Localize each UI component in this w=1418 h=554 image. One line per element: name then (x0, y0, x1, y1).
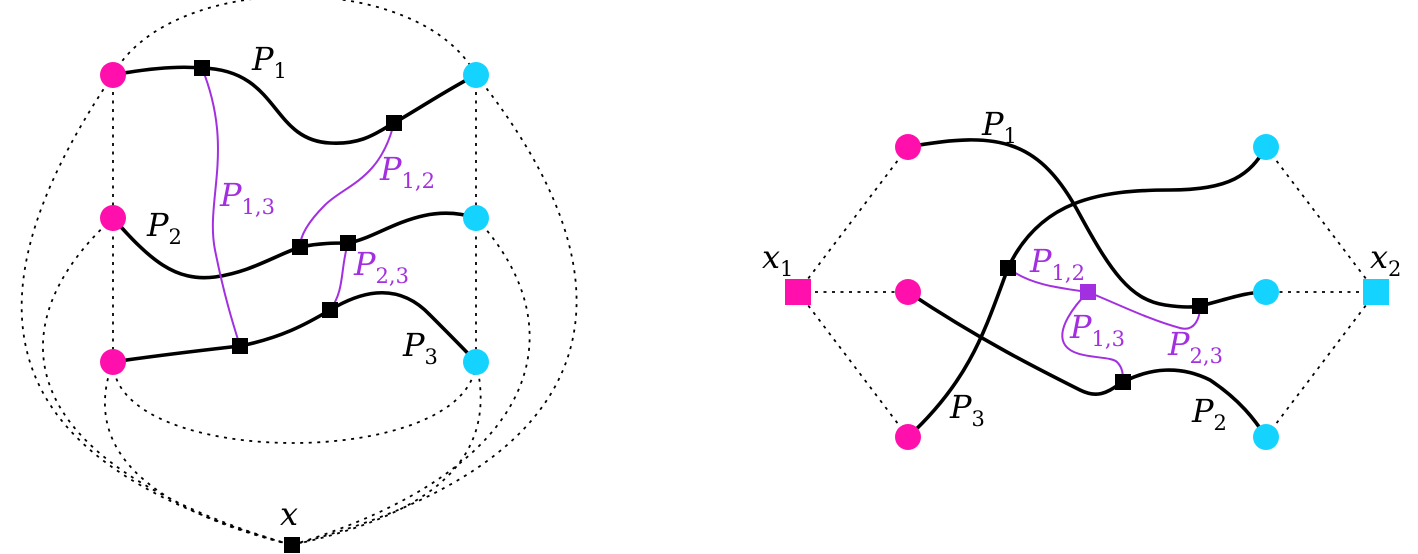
right-panel: P1 P2 P3 P1,2 P1,3 P2,3 x1 x2 (762, 105, 1401, 450)
right-path-p23 (1087, 291, 1201, 330)
left-node-p3-p23 (322, 302, 338, 318)
left-outer-arc-top (112, 0, 477, 76)
left-inner-arc-bottom (112, 361, 477, 444)
left-magenta-vertex-1 (100, 62, 126, 88)
left-node-p2-p12 (292, 239, 308, 255)
left-node-x (284, 537, 300, 553)
right-cyan-vertex-2 (1253, 279, 1279, 305)
left-dotted-to-x-4 (291, 74, 578, 546)
right-label-p1: P1 (981, 105, 1017, 148)
left-dotted-to-x-3 (104, 361, 293, 546)
left-panel: P1 P2 P3 P1,3 P1,2 P2,3 x (20, 0, 578, 553)
left-dotted-to-x-1 (20, 74, 293, 546)
left-magenta-vertex-2 (100, 205, 126, 231)
left-path-p12 (299, 122, 395, 248)
right-path-p3 (906, 145, 1268, 439)
left-dotted-edges (20, 0, 578, 546)
right-label-p23: P2,3 (1167, 325, 1223, 368)
left-cyan-vertex-1 (463, 62, 489, 88)
left-label-p3: P3 (402, 326, 438, 369)
right-dotted-x2-bot (1265, 291, 1377, 438)
left-path-p13 (201, 67, 241, 347)
right-node-purple-hub (1080, 284, 1096, 300)
right-cyan-vertex-3 (1253, 424, 1279, 450)
right-label-p13: P1,3 (1069, 308, 1125, 351)
left-magenta-vertex-3 (100, 349, 126, 375)
right-node-p2-p13 (1115, 374, 1131, 390)
left-dotted-to-x-2 (42, 217, 293, 546)
left-cyan-vertex-2 (463, 205, 489, 231)
left-label-p13: P1,3 (219, 176, 275, 219)
right-dotted-x2-top (1265, 146, 1377, 293)
left-label-x: x (280, 495, 298, 533)
left-node-p2-p23 (340, 235, 356, 251)
right-magenta-vertex-2 (895, 279, 921, 305)
left-path-p1 (111, 65, 478, 145)
right-label-x2: x2 (1370, 238, 1401, 281)
right-label-x1: x1 (762, 238, 793, 281)
right-magenta-vertex-1 (895, 134, 921, 160)
right-terminal-x1 (785, 279, 811, 305)
right-node-p3-p12 (1000, 260, 1016, 276)
right-cyan-vertex-1 (1253, 134, 1279, 160)
left-label-p23: P2,3 (353, 245, 409, 288)
right-node-p1-p23 (1192, 298, 1208, 314)
right-dotted-edges (797, 146, 1377, 438)
right-label-p3: P3 (949, 388, 985, 431)
right-label-p12: P1,2 (1029, 242, 1085, 285)
left-label-p2: P2 (146, 206, 182, 249)
left-label-p1: P1 (251, 40, 287, 83)
left-dotted-to-x-6 (291, 361, 482, 546)
right-dotted-x1-bot (797, 291, 909, 438)
right-magenta-vertex-3 (895, 424, 921, 450)
right-terminal-x2 (1363, 279, 1389, 305)
left-node-p3-p13 (232, 338, 248, 354)
left-cyan-vertex-3 (463, 349, 489, 375)
right-dotted-x1-top (797, 146, 909, 293)
right-path-p13 (1061, 291, 1124, 383)
left-dotted-to-x-5 (291, 217, 531, 546)
left-node-p1-p13 (194, 60, 210, 76)
right-path-p1 (906, 138, 1268, 309)
right-label-p2: P2 (1191, 392, 1227, 435)
left-node-p1-p12 (386, 115, 402, 131)
left-label-p12: P1,2 (379, 150, 435, 193)
